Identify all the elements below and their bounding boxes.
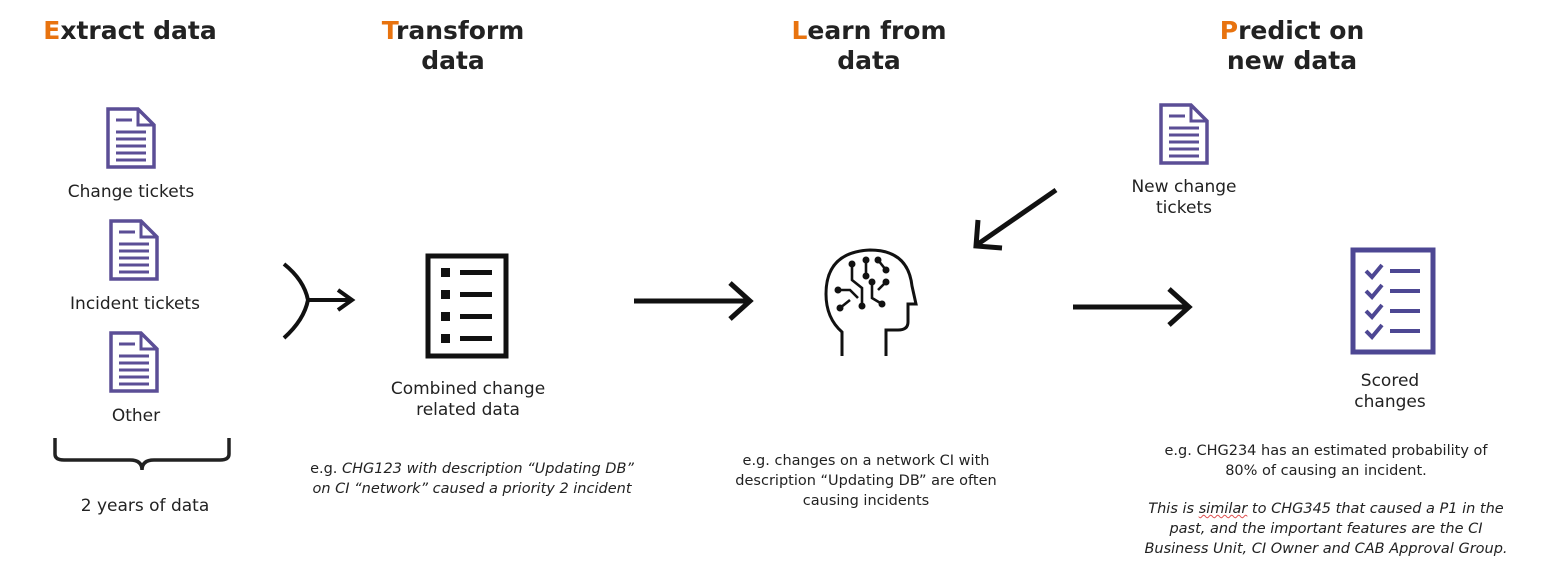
brace-icon: [53, 438, 231, 471]
other-label: Other: [111, 406, 161, 426]
incident-tickets-label: Incident tickets: [70, 294, 200, 314]
document-icon: [106, 107, 156, 169]
arrow-down-left-icon: [973, 187, 1058, 251]
transform-example: e.g. CHG123 with description “Updating D…: [310, 461, 634, 497]
document-icon: [1159, 103, 1209, 165]
new-change-tickets-label: New change tickets: [1131, 177, 1237, 218]
predict-note: This is similar to CHG345 that caused a …: [1144, 501, 1508, 557]
list-icon: [425, 253, 509, 359]
document-icon: [109, 331, 159, 393]
combined-data-label: Combined change related data: [390, 379, 546, 420]
change-tickets-label: Change tickets: [67, 182, 195, 202]
step-learn-heading: Learn from data: [791, 16, 947, 75]
predict-example: e.g. CHG234 has an estimated probability…: [1164, 443, 1488, 479]
merge-arrow-icon: [282, 262, 356, 340]
document-icon: [109, 219, 159, 281]
step-extract-heading: Extract data: [43, 16, 217, 45]
checklist-icon: [1350, 247, 1436, 355]
scored-changes-label: Scored changes: [1354, 371, 1426, 412]
learn-example: e.g. changes on a network CI with descri…: [735, 453, 997, 509]
step-predict-heading: Predict on new data: [1219, 16, 1365, 75]
arrow-right-icon: [634, 281, 754, 321]
step-transform-heading: Transform data: [381, 16, 525, 75]
arrow-right-icon: [1073, 287, 1193, 327]
brace-label: 2 years of data: [80, 496, 210, 516]
ai-head-icon: [824, 248, 918, 356]
